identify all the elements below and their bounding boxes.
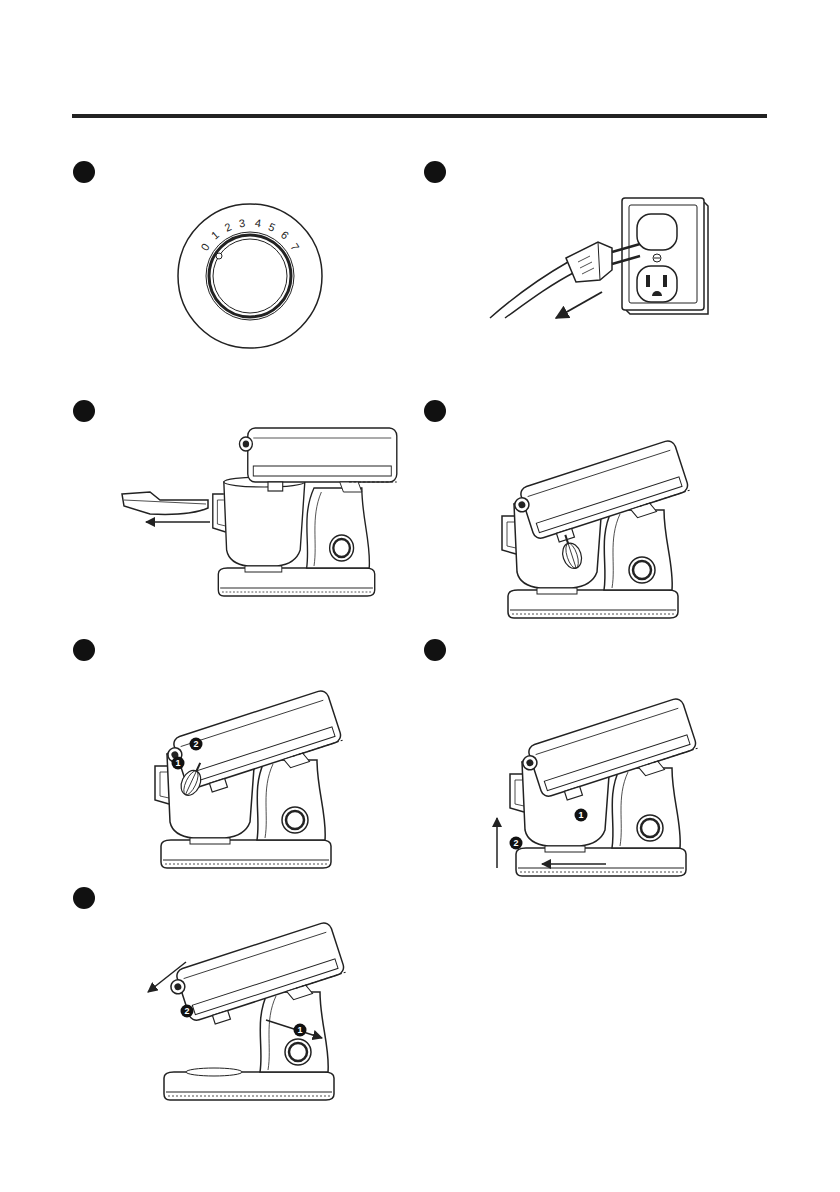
step-marker <box>73 639 95 661</box>
callout-circle <box>294 1024 307 1037</box>
remove-arrow <box>146 521 210 523</box>
callout-number: 2 <box>181 1005 193 1017</box>
stand-mixer-tilted <box>502 439 702 618</box>
stand-mixer <box>213 428 397 596</box>
callout-circle <box>510 837 523 850</box>
callout-number: 1 <box>294 1024 306 1036</box>
splash-guard <box>122 492 208 514</box>
lever-arrow <box>266 1020 322 1038</box>
stand-mixer-tilted <box>155 689 346 868</box>
header-rule <box>72 114 767 118</box>
speed-number: 5 <box>263 218 282 237</box>
speed-number: 3 <box>234 215 250 231</box>
pull-arrow <box>556 292 602 318</box>
callout-number: 1 <box>172 757 184 769</box>
callout-circle <box>181 1005 194 1018</box>
lift-arrow <box>496 818 498 868</box>
callout-number: 1 <box>575 809 587 821</box>
speed-number: 4 <box>250 215 266 231</box>
power-plug <box>490 242 640 318</box>
callout-circle <box>172 757 185 770</box>
callout-circle <box>190 738 203 751</box>
stand-mixer-tilted <box>510 697 701 876</box>
step-marker <box>424 161 446 183</box>
stand-mixer-no-bowl <box>164 921 349 1100</box>
speed-dial <box>178 204 322 348</box>
callout-circle <box>575 809 588 822</box>
step-marker <box>73 400 95 422</box>
step-marker <box>73 161 95 183</box>
turn-arrow <box>542 863 606 865</box>
step-markers <box>73 161 446 909</box>
callout-number: 2 <box>190 738 202 750</box>
step-marker <box>73 887 95 909</box>
lower-arrow <box>148 962 186 992</box>
wall-outlet <box>622 198 708 314</box>
speed-number: 2 <box>218 218 237 237</box>
step-marker <box>424 400 446 422</box>
callout-number: 2 <box>510 837 522 849</box>
step-marker <box>424 639 446 661</box>
